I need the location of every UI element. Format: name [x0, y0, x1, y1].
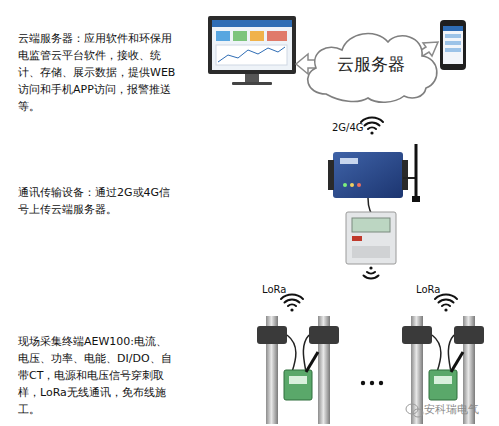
monitor-base — [232, 82, 272, 85]
phone-header — [443, 26, 463, 31]
phone-row — [445, 34, 461, 38]
gateway-ear — [402, 160, 408, 190]
ct-clamp — [309, 326, 339, 344]
screen-chart — [216, 45, 287, 65]
aew100-terminal — [284, 370, 312, 400]
meter-terminal — [352, 246, 390, 258]
ct-clamp — [402, 326, 432, 344]
antenna-cable — [403, 177, 416, 179]
label-text: 2G/4G — [332, 122, 372, 134]
ct-clamp — [257, 326, 287, 344]
phone-row — [445, 41, 461, 45]
label-text: 安科瑞电气 — [424, 403, 499, 416]
gateway-label — [340, 158, 358, 164]
antenna — [415, 144, 418, 200]
led — [357, 183, 361, 187]
phone-icon — [440, 20, 466, 70]
label-text: 云端服务器：应用软件和环保用电监管云平台软件，接收、统计、存储、展示数据，提供W… — [18, 30, 178, 115]
screen-tile — [267, 31, 287, 41]
screen-tile — [250, 31, 264, 41]
wechat-icon — [406, 404, 423, 417]
meter-display — [352, 218, 390, 232]
monitor-icon — [208, 16, 296, 85]
label-text: 现场采集终端AEW100:电流、电压、功率、电能、DI/DO、自带CT，电源和电… — [18, 333, 178, 418]
node-text: 云服务器 — [296, 53, 446, 76]
antenna-base — [412, 196, 420, 202]
screen-line — [218, 47, 285, 62]
screen-tile — [233, 31, 247, 41]
led — [350, 183, 354, 187]
wifi-symbol — [435, 295, 457, 312]
gateway-device — [328, 144, 420, 214]
terminal-group — [257, 316, 339, 424]
wifi-symbol — [361, 118, 383, 135]
ct-clamp — [454, 326, 484, 344]
label-text: LoRa — [416, 284, 456, 296]
gateway-ear — [328, 160, 334, 190]
monitor-neck — [245, 74, 259, 82]
antenna — [306, 352, 318, 372]
label-text: 通讯传输设备：通过2G或4G信号上传云端服务器。 — [18, 184, 178, 218]
cloud-node: 云服务器 — [296, 22, 446, 106]
ellipsis-dot — [370, 381, 374, 385]
meter-body — [346, 212, 396, 264]
gateway-body — [333, 152, 403, 198]
wifi-symbol — [281, 295, 303, 312]
terminal-panel — [289, 376, 307, 384]
antenna — [451, 352, 463, 372]
phone-screen — [443, 26, 463, 64]
label-text: LoRa — [262, 284, 302, 296]
led — [343, 183, 347, 187]
ct-wire — [287, 335, 296, 372]
aew100-terminal — [429, 370, 457, 400]
screen-header — [212, 20, 292, 27]
phone-body — [440, 20, 466, 70]
meter-device — [346, 212, 396, 264]
ct-wire — [432, 335, 441, 372]
monitor-screen — [212, 20, 292, 70]
ellipsis-dot — [379, 381, 383, 385]
wifi-symbol — [364, 266, 379, 278]
phone-row — [445, 48, 461, 52]
monitor-frame — [208, 16, 296, 74]
terminal-panel — [434, 376, 452, 384]
screen-tile — [216, 31, 230, 41]
meter-label — [352, 236, 362, 241]
ellipsis-dot — [361, 381, 365, 385]
